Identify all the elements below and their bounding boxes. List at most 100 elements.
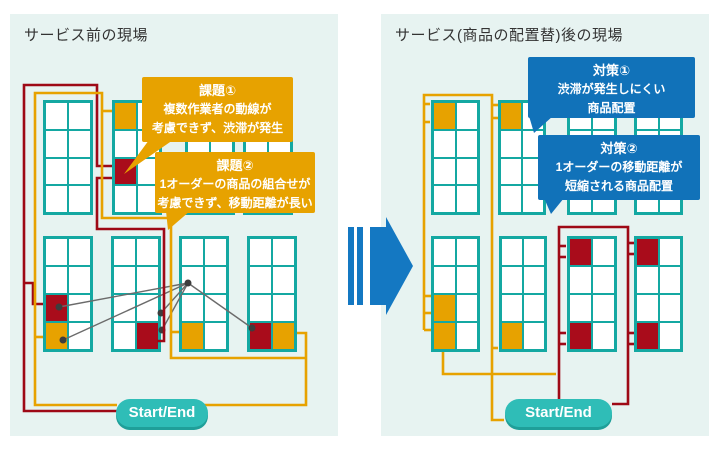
shelf-cell-red <box>569 238 592 266</box>
shelf-cell <box>501 294 523 322</box>
shelf-cell <box>500 157 522 186</box>
shelf-cell <box>272 266 295 294</box>
callout-tail <box>166 211 190 230</box>
transform-arrow-bar <box>357 227 363 305</box>
shelf-cell <box>204 322 227 350</box>
callout-solution-1-line1: 渋滞が発生しにくい <box>557 82 666 96</box>
shelf-cell <box>45 129 68 158</box>
shelf-cell <box>136 294 159 322</box>
shelf-cell <box>45 102 68 130</box>
callout-tail <box>124 140 173 174</box>
pick-network-dot <box>59 336 67 344</box>
start-end-pill-after: Start/End <box>505 399 612 427</box>
transform-arrow-bar <box>348 227 354 305</box>
shelf-grid-rb2 <box>499 236 547 352</box>
shelf-grid-lb2 <box>111 236 161 352</box>
pick-network-line <box>62 282 189 341</box>
shelf-cell <box>113 238 136 266</box>
shelf-cell <box>433 157 456 186</box>
shelf-cell <box>249 266 272 294</box>
shelf-cell <box>592 266 615 294</box>
callout-solution-1-line2: 商品配置 <box>587 101 636 115</box>
callout-issue-2-line1: 1オーダーの商品の組合せが <box>159 177 311 191</box>
shelf-grid-rt1 <box>431 100 480 215</box>
shelf-cell <box>500 129 522 158</box>
shelf-cell <box>204 238 227 266</box>
transform-arrow-icon <box>370 217 413 315</box>
shelf-cell <box>569 266 592 294</box>
shelf-cell <box>455 157 478 186</box>
shelf-cell <box>249 294 272 322</box>
after-panel-title: サービス(商品の配置替)後の現場 <box>395 27 623 44</box>
pick-network-dot <box>55 303 63 311</box>
shelf-cell <box>658 322 681 350</box>
shelf-cell <box>455 266 478 294</box>
shelf-cell <box>45 185 68 213</box>
callout-issue-1-line2: 考慮できず、渋滞が発生 <box>151 121 284 135</box>
shelf-cell <box>114 185 137 213</box>
shelf-cell <box>658 294 681 322</box>
shelf-cell <box>45 238 68 266</box>
shelf-cell <box>636 266 659 294</box>
pick-network-line <box>161 282 189 331</box>
shelf-cell <box>114 129 137 158</box>
shelf-grid-lb3 <box>179 236 229 352</box>
shelf-cell <box>501 238 523 266</box>
shelf-grid-rb3 <box>567 236 617 352</box>
shelf-cell-orange <box>433 294 456 322</box>
orange-route-path <box>441 352 556 376</box>
shelf-cell <box>68 266 91 294</box>
shelf-cell <box>181 266 204 294</box>
shelf-grid-rb1 <box>431 236 480 352</box>
start-end-pill-before: Start/End <box>116 399 208 427</box>
shelf-cell-orange <box>272 322 295 350</box>
red-route-path <box>22 83 117 413</box>
shelf-cell <box>45 266 68 294</box>
shelf-cell <box>455 238 478 266</box>
callout-issue-1: 課題① 複数作業者の動線が 考慮できず、渋滞が発生 <box>142 77 293 142</box>
shelf-grid-lb4 <box>247 236 297 352</box>
shelf-cell <box>181 238 204 266</box>
shelf-cell <box>658 238 681 266</box>
shelf-cell <box>181 294 204 322</box>
pick-network-line <box>187 282 253 329</box>
callout-solution-1: 対策① 渋滞が発生しにくい 商品配置 <box>528 57 695 118</box>
shelf-cell <box>636 294 659 322</box>
pick-network-line <box>160 282 189 314</box>
shelf-cell <box>455 322 478 350</box>
shelf-cell-orange <box>114 102 137 130</box>
shelf-cell <box>523 294 545 322</box>
callout-issue-1-heading: 課題① <box>198 83 236 98</box>
shelf-cell <box>204 266 227 294</box>
shelf-cell <box>658 266 681 294</box>
shelf-cell <box>455 129 478 158</box>
orange-route-path <box>33 91 306 407</box>
callout-solution-2-heading: 対策② <box>600 141 638 156</box>
shelf-cell <box>204 294 227 322</box>
shelf-cell <box>68 102 91 130</box>
before-panel-title: サービス前の現場 <box>24 27 149 44</box>
shelf-cell <box>592 238 615 266</box>
pick-network-line <box>58 282 189 308</box>
shelf-cell-red <box>636 238 659 266</box>
shelf-cell <box>569 294 592 322</box>
shelf-cell <box>523 238 545 266</box>
shelf-cell <box>523 322 545 350</box>
shelf-cell <box>136 266 159 294</box>
shelf-cell <box>113 322 136 350</box>
orange-route-path <box>204 331 308 407</box>
callout-solution-1-heading: 対策① <box>592 63 630 78</box>
callout-tail <box>529 116 553 133</box>
callout-solution-2-line1: 1オーダーの移動距離が <box>555 160 683 174</box>
callout-issue-2-heading: 課題② <box>216 158 254 173</box>
red-route-path <box>95 176 166 343</box>
shelf-cell <box>68 129 91 158</box>
shelf-cell <box>136 238 159 266</box>
shelf-cell <box>68 294 91 322</box>
shelf-cell <box>249 238 272 266</box>
shelf-cell-orange <box>181 322 204 350</box>
shelf-cell <box>433 238 456 266</box>
shelf-cell <box>433 266 456 294</box>
shelf-cell <box>113 266 136 294</box>
